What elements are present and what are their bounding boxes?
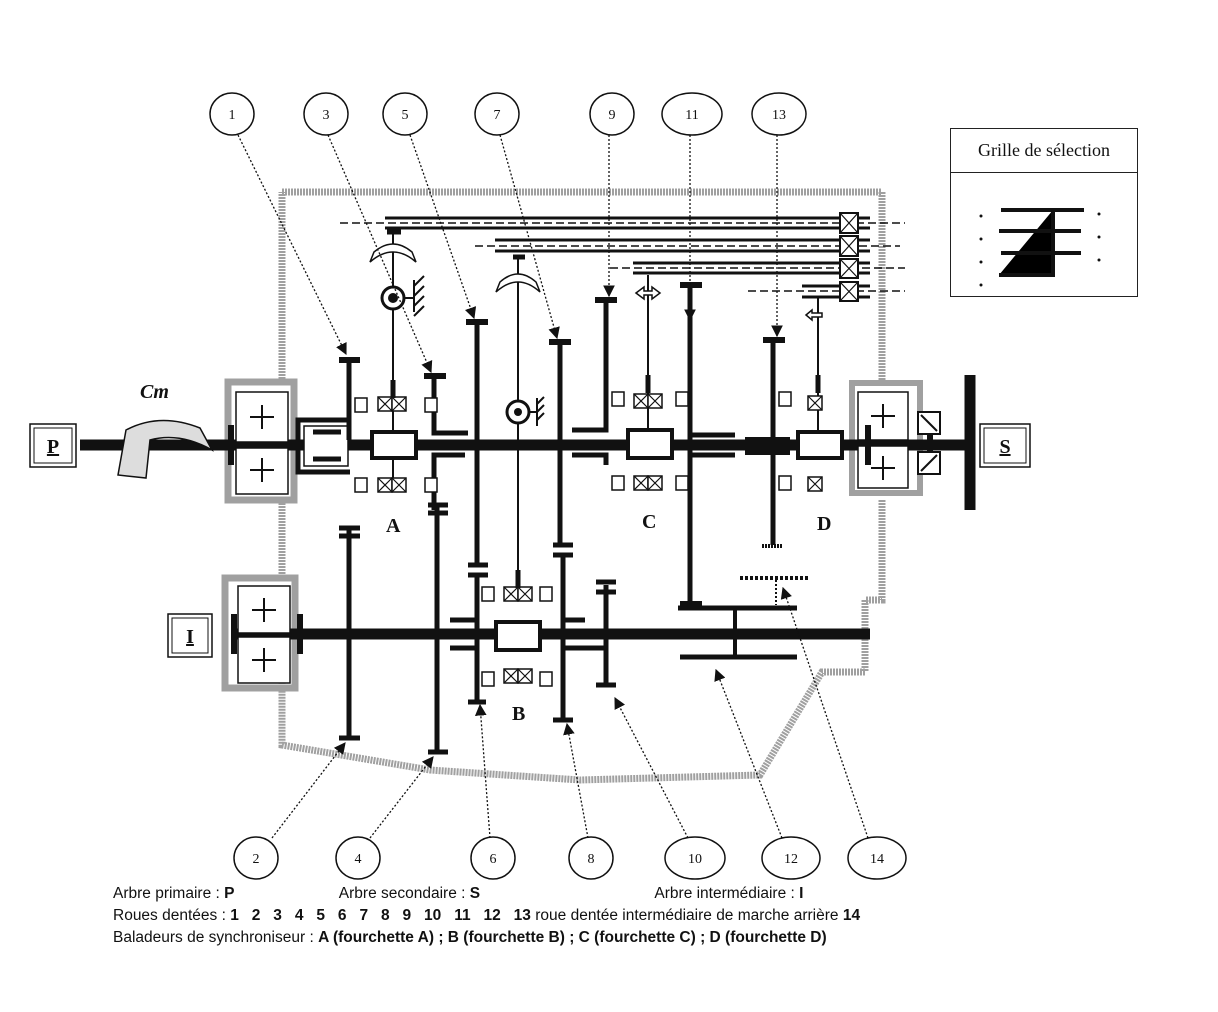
leader-lines [237,134,869,839]
sync-A-label: A [386,515,401,537]
gears [339,282,810,755]
svg-text:9: 9 [609,108,616,123]
arrow-D [804,308,823,322]
selector-rails [340,216,905,299]
svg-text:13: 13 [772,108,786,123]
torque-arrow-icon [117,419,214,479]
secondary-shaft-box: S [979,423,1031,468]
top-labels: 1 3 5 7 9 11 13 [209,92,807,136]
cross-marks [377,393,823,684]
primary-shaft-box: P [29,423,77,468]
label-2: 2 [233,836,279,880]
shift-pattern-icon [979,208,1101,287]
pivot-A [380,275,425,317]
label-14: 14 [847,836,907,880]
sync-D-label: D [817,513,831,535]
label-1: 1 [209,92,255,136]
label-12: 12 [761,836,821,880]
bottom-labels: 2 4 6 8 10 12 14 [233,836,907,880]
svg-text:8: 8 [588,852,595,867]
label-3: 3 [303,92,349,136]
label-9: 9 [589,92,635,136]
label-5: 5 [382,92,428,136]
svg-text:6: 6 [490,852,497,867]
rotation-arrows [369,243,823,322]
sync-C-label: C [642,511,656,533]
label-7: 7 [474,92,520,136]
clutch-bell [295,417,350,475]
pivot-B [505,396,545,426]
legend-line-synchronizers: Baladeurs de synchroniseur : A (fourchet… [113,929,827,946]
shaft-collars [228,425,933,654]
legend-line-gears: Roues dentées : 1 2 3 4 5 6 7 8 9 10 11 … [113,907,861,924]
svg-text:10: 10 [688,852,702,867]
rail-locks [839,212,859,302]
label-10: 10 [664,836,726,880]
double-arrow-C [634,285,662,301]
selection-grid: Grille de sélection [950,128,1138,297]
secondary-shaft-label: S [999,436,1010,458]
housing-outline [278,188,886,784]
primary-shaft-label: P [47,436,59,458]
intermediate-shaft-label: I [186,626,194,648]
svg-text:3: 3 [323,108,330,123]
label-4: 4 [335,836,381,880]
label-11: 11 [661,92,723,136]
svg-text:7: 7 [494,108,501,123]
bearing-plus-icons [250,404,895,672]
legend-line-shafts: Arbre primaire : P Arbre secondaire : S … [113,885,804,902]
svg-text:11: 11 [685,108,698,123]
svg-text:14: 14 [870,852,884,867]
output-sensors [917,411,941,475]
fork-rods [387,229,821,588]
selection-grid-title: Grille de sélection [951,129,1137,173]
sync-B-label: B [512,703,525,725]
svg-text:1: 1 [229,108,236,123]
synchronizer-sleeves [370,428,844,652]
label-13: 13 [751,92,807,136]
svg-text:5: 5 [402,108,409,123]
intermediate-shaft-box: I [167,613,213,658]
svg-text:2: 2 [253,852,260,867]
label-6: 6 [470,836,516,880]
label-8: 8 [568,836,614,880]
svg-text:4: 4 [355,852,362,867]
dog-rings [354,391,792,687]
torque-label: Cm [140,381,169,403]
svg-text:12: 12 [784,852,798,867]
secondary-bearing-housing [849,380,923,496]
